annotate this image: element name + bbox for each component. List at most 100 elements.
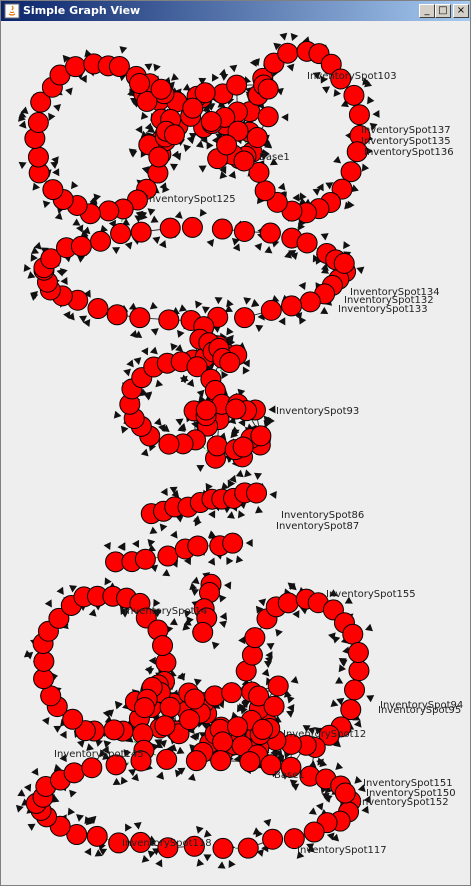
- graph-node[interactable]: [182, 97, 204, 119]
- graph-node[interactable]: [254, 180, 276, 202]
- graph-node[interactable]: [148, 146, 170, 168]
- graph-node[interactable]: [157, 837, 179, 859]
- graph-node[interactable]: [260, 299, 282, 321]
- graph-node[interactable]: [63, 762, 85, 784]
- graph-node[interactable]: [158, 433, 180, 455]
- graph-node[interactable]: [225, 398, 247, 420]
- graph-node[interactable]: [98, 200, 120, 222]
- graph-node[interactable]: [40, 248, 62, 270]
- graph-node[interactable]: [42, 179, 64, 201]
- graph-node[interactable]: [158, 309, 180, 331]
- graph-node[interactable]: [200, 110, 222, 132]
- graph-node[interactable]: [227, 120, 249, 142]
- graph-node[interactable]: [277, 42, 299, 64]
- graph-node[interactable]: [296, 232, 318, 254]
- graph-node[interactable]: [246, 482, 268, 504]
- graph-node[interactable]: [333, 252, 355, 274]
- graph-node[interactable]: [277, 592, 299, 614]
- graph-svg[interactable]: InventorySpot103 InventorySpot137 Invent…: [4, 23, 468, 883]
- graph-node[interactable]: [192, 621, 214, 643]
- graph-node[interactable]: [210, 750, 232, 772]
- graph-node[interactable]: [86, 825, 108, 847]
- graph-nodes[interactable]: [24, 40, 371, 859]
- graph-node[interactable]: [244, 627, 266, 649]
- graph-node[interactable]: [183, 835, 205, 857]
- graph-node[interactable]: [130, 221, 152, 243]
- graph-node[interactable]: [129, 307, 151, 329]
- graph-node[interactable]: [62, 708, 84, 730]
- graph-node[interactable]: [194, 82, 216, 104]
- graph-node[interactable]: [303, 821, 325, 843]
- graph-node[interactable]: [346, 141, 368, 163]
- graph-node[interactable]: [348, 104, 370, 126]
- graph-node[interactable]: [159, 217, 181, 239]
- graph-node[interactable]: [108, 832, 130, 854]
- graph-node[interactable]: [108, 56, 130, 78]
- graph-node[interactable]: [281, 295, 303, 317]
- graph-node[interactable]: [70, 235, 92, 257]
- graph-node[interactable]: [212, 731, 234, 753]
- graph-node[interactable]: [340, 699, 362, 721]
- graph-node[interactable]: [27, 146, 49, 168]
- graph-node[interactable]: [318, 724, 340, 746]
- minimize-button[interactable]: _: [419, 4, 435, 18]
- graph-node[interactable]: [186, 356, 208, 378]
- graph-node[interactable]: [344, 679, 366, 701]
- graph-node[interactable]: [283, 828, 305, 850]
- graph-node[interactable]: [262, 828, 284, 850]
- graph-node[interactable]: [237, 837, 259, 859]
- graph-node[interactable]: [334, 782, 356, 804]
- graph-node[interactable]: [106, 304, 128, 326]
- maximize-button[interactable]: □: [435, 4, 451, 18]
- graph-node[interactable]: [263, 695, 285, 717]
- graph-node[interactable]: [110, 223, 132, 245]
- graph-node[interactable]: [348, 660, 370, 682]
- graph-node[interactable]: [233, 150, 255, 172]
- graph-node[interactable]: [90, 230, 112, 252]
- graph-node[interactable]: [133, 697, 155, 719]
- graph-node[interactable]: [248, 685, 270, 707]
- graph-node[interactable]: [181, 216, 203, 238]
- graph-node[interactable]: [150, 78, 172, 100]
- graph-node[interactable]: [130, 831, 152, 853]
- graph-node[interactable]: [33, 650, 55, 672]
- graph-node[interactable]: [340, 161, 362, 183]
- graph-node[interactable]: [163, 124, 185, 146]
- graph-canvas[interactable]: InventorySpot103 InventorySpot137 Invent…: [4, 23, 468, 883]
- graph-node[interactable]: [257, 78, 279, 100]
- graph-node[interactable]: [320, 53, 342, 75]
- graph-node[interactable]: [155, 652, 177, 674]
- graph-node[interactable]: [216, 134, 238, 156]
- graph-node[interactable]: [66, 824, 88, 846]
- title-bar[interactable]: Simple Graph View _ □ ×: [1, 1, 470, 21]
- graph-node[interactable]: [81, 757, 103, 779]
- graph-node[interactable]: [246, 126, 268, 148]
- graph-node[interactable]: [299, 291, 321, 313]
- graph-node[interactable]: [227, 716, 249, 738]
- graph-node[interactable]: [136, 90, 158, 112]
- graph-node[interactable]: [212, 837, 234, 859]
- graph-node[interactable]: [152, 635, 174, 657]
- graph-node[interactable]: [234, 307, 256, 329]
- graph-node[interactable]: [154, 715, 176, 737]
- graph-node[interactable]: [280, 756, 302, 778]
- graph-node[interactable]: [232, 436, 254, 458]
- graph-node[interactable]: [30, 91, 52, 113]
- graph-node[interactable]: [48, 607, 70, 629]
- graph-node[interactable]: [87, 298, 109, 320]
- graph-node[interactable]: [222, 532, 244, 554]
- graph-node[interactable]: [211, 218, 233, 240]
- graph-node[interactable]: [134, 548, 156, 570]
- graph-node[interactable]: [159, 696, 181, 718]
- graph-node[interactable]: [103, 719, 125, 741]
- graph-node[interactable]: [248, 161, 270, 183]
- graph-node[interactable]: [204, 685, 226, 707]
- graph-node[interactable]: [347, 642, 369, 664]
- graph-node[interactable]: [156, 748, 178, 770]
- graph-node[interactable]: [27, 112, 49, 134]
- graph-node[interactable]: [342, 623, 364, 645]
- graph-node[interactable]: [241, 644, 263, 666]
- graph-node[interactable]: [65, 56, 87, 78]
- graph-node[interactable]: [331, 178, 353, 200]
- graph-node[interactable]: [257, 106, 279, 128]
